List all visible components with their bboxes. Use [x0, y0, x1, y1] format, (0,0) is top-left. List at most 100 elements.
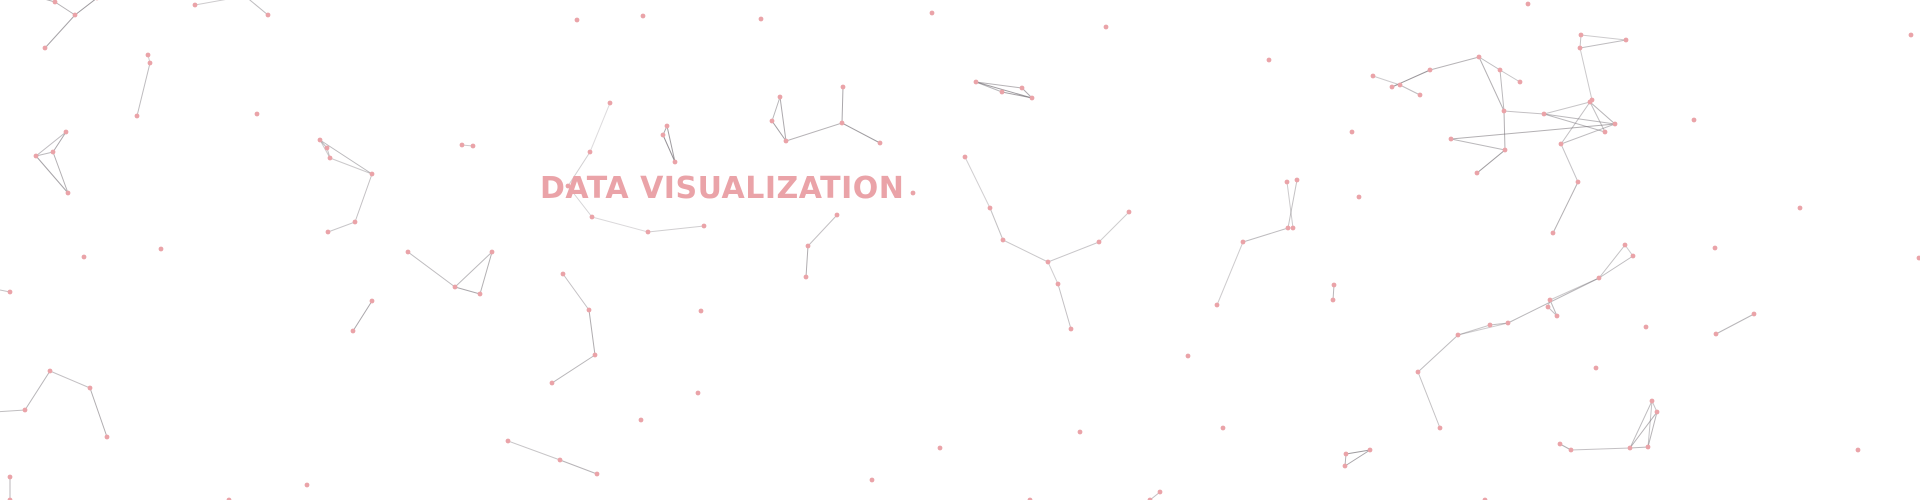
network-node [1575, 179, 1581, 185]
network-node [1397, 82, 1403, 88]
network-edge [354, 173, 373, 223]
network-node [1505, 320, 1511, 326]
network-node [452, 284, 458, 290]
network-edge [1216, 241, 1244, 306]
network-node [1622, 242, 1628, 248]
network-node [1266, 57, 1272, 63]
network-edge [1098, 211, 1130, 243]
network-node [317, 137, 323, 143]
network-node [1019, 85, 1025, 91]
network-edge [194, 0, 226, 6]
network-edge [74, 0, 96, 16]
network-node [834, 212, 840, 218]
network-edge [1499, 69, 1521, 83]
network-edge [841, 122, 881, 144]
network-node [1126, 209, 1132, 215]
network-node [1349, 129, 1355, 135]
network-node [505, 438, 511, 444]
network-edge [562, 273, 590, 311]
network-edge [249, 0, 269, 16]
network-edge [1629, 400, 1653, 449]
network-edge [35, 155, 69, 194]
network-edge [35, 131, 67, 157]
network-node [1712, 245, 1718, 251]
network-node [587, 149, 593, 155]
network-node [1501, 108, 1507, 114]
network-edge [44, 14, 76, 49]
network-edge [1549, 299, 1558, 317]
network-edge [551, 354, 596, 384]
network-edge [771, 120, 787, 142]
network-edge [1489, 322, 1509, 326]
network-node [840, 84, 846, 90]
network-edge [1047, 261, 1059, 285]
network-node [1220, 425, 1226, 431]
network-edge [989, 207, 1004, 241]
network-node [607, 100, 613, 106]
network-node [1427, 67, 1433, 73]
network-edge [1399, 84, 1421, 96]
network-edge [319, 139, 373, 175]
network-edge [1002, 239, 1049, 263]
network-edge [0, 289, 11, 293]
network-node [304, 482, 310, 488]
network-edge [1429, 56, 1480, 71]
network-edge [1503, 110, 1545, 115]
network-node [1797, 205, 1803, 211]
network-node [81, 254, 87, 260]
network-node [1654, 409, 1660, 415]
network-node [7, 289, 13, 295]
network-node [47, 368, 53, 374]
network-node [698, 308, 704, 314]
network-node [1356, 194, 1362, 200]
network-edge [1647, 400, 1653, 448]
network-node [1055, 281, 1061, 287]
network-node [1547, 297, 1553, 303]
network-node [910, 190, 916, 196]
network-node [769, 118, 775, 124]
network-node [560, 271, 566, 277]
network-node [1568, 447, 1574, 453]
network-node [1027, 497, 1033, 500]
network-node [1517, 79, 1523, 85]
network-node [405, 249, 411, 255]
network-edge [46, 0, 56, 3]
network-node [1589, 97, 1595, 103]
network-edge [1503, 110, 1506, 151]
network-edge [1580, 34, 1627, 41]
network-node [1502, 147, 1508, 153]
network-node [72, 12, 78, 18]
network-node [22, 407, 28, 413]
network-edge [1549, 277, 1600, 301]
network-edge [589, 102, 611, 153]
network-edge [479, 251, 493, 295]
network-node [87, 385, 93, 391]
network-node [1290, 225, 1296, 231]
network-edge [89, 387, 108, 438]
network-node [557, 457, 563, 463]
network-node [1342, 463, 1348, 469]
network-edge [964, 156, 991, 209]
network-edge [35, 151, 54, 157]
network-node [1596, 275, 1602, 281]
network-node [1557, 441, 1563, 447]
network-edge [559, 459, 598, 475]
network-edge [1344, 449, 1371, 467]
network-edge [1589, 101, 1606, 133]
network-node [7, 474, 13, 480]
network-node [63, 129, 69, 135]
network-edge [54, 1, 76, 16]
network-node [42, 45, 48, 51]
network-node [1284, 179, 1290, 185]
network-node [1713, 331, 1719, 337]
network-edge [805, 245, 809, 278]
network-node [1214, 302, 1220, 308]
network-edge [975, 81, 1023, 89]
network-edge [352, 300, 373, 332]
network-node [327, 155, 333, 161]
network-edge [1450, 138, 1506, 151]
network-node [839, 120, 845, 126]
network-node [1455, 332, 1461, 338]
network-node [589, 214, 595, 220]
network-edge [1287, 179, 1298, 229]
